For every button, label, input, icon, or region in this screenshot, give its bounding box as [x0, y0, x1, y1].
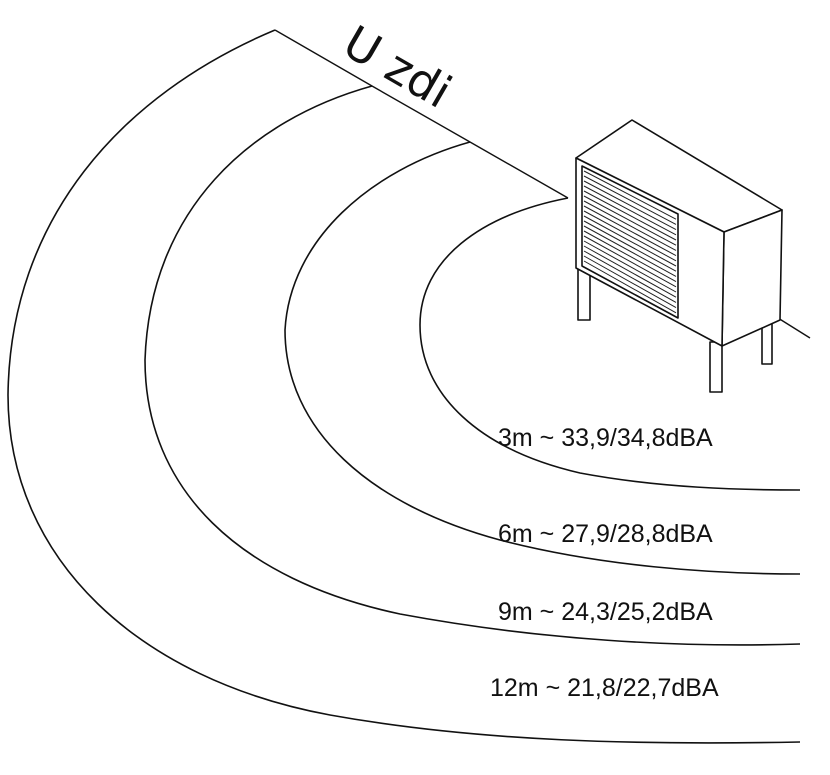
grille-slat	[583, 205, 677, 257]
grille-slat	[583, 260, 677, 314]
grille-slat	[583, 200, 677, 251]
ring-label-3m: 3m ~ 33,9/34,8dBA	[498, 424, 713, 452]
unit-side	[721, 209, 783, 347]
unit-leg-front-right	[709, 341, 723, 393]
wall-label: U zdi	[335, 15, 461, 119]
ring-label-6m: 6m ~ 27,9/28,8dBA	[498, 520, 713, 548]
heat-pump-unit	[575, 119, 783, 393]
grille-slat	[583, 170, 677, 220]
grille-slat	[583, 225, 677, 277]
arc-12m	[7, 29, 801, 744]
wall-line	[274, 29, 569, 199]
grille-slat	[583, 240, 677, 293]
ring-label-12m: 12m ~ 21,8/22,7dBA	[490, 674, 719, 702]
grille-slat	[583, 185, 677, 236]
arc-3m	[419, 197, 801, 491]
ring-label-9m: 9m ~ 24,3/25,2dBA	[498, 598, 713, 626]
grille-slat	[583, 190, 677, 241]
grille-slat	[583, 250, 677, 303]
grille-slat	[583, 210, 677, 262]
grille-slat	[583, 220, 677, 272]
grille-slat	[583, 235, 677, 288]
grille-slat	[583, 230, 677, 283]
grille-slat	[583, 180, 677, 231]
grille-slat	[583, 245, 677, 298]
arc-6m	[284, 141, 801, 575]
grille-slat	[583, 175, 677, 225]
unit-grille-slats	[583, 170, 677, 314]
arc-9m	[144, 85, 801, 646]
grille-slat	[583, 255, 677, 309]
grille-slat	[583, 195, 677, 246]
wall-line-right	[777, 317, 811, 339]
grille-slat	[583, 215, 677, 267]
